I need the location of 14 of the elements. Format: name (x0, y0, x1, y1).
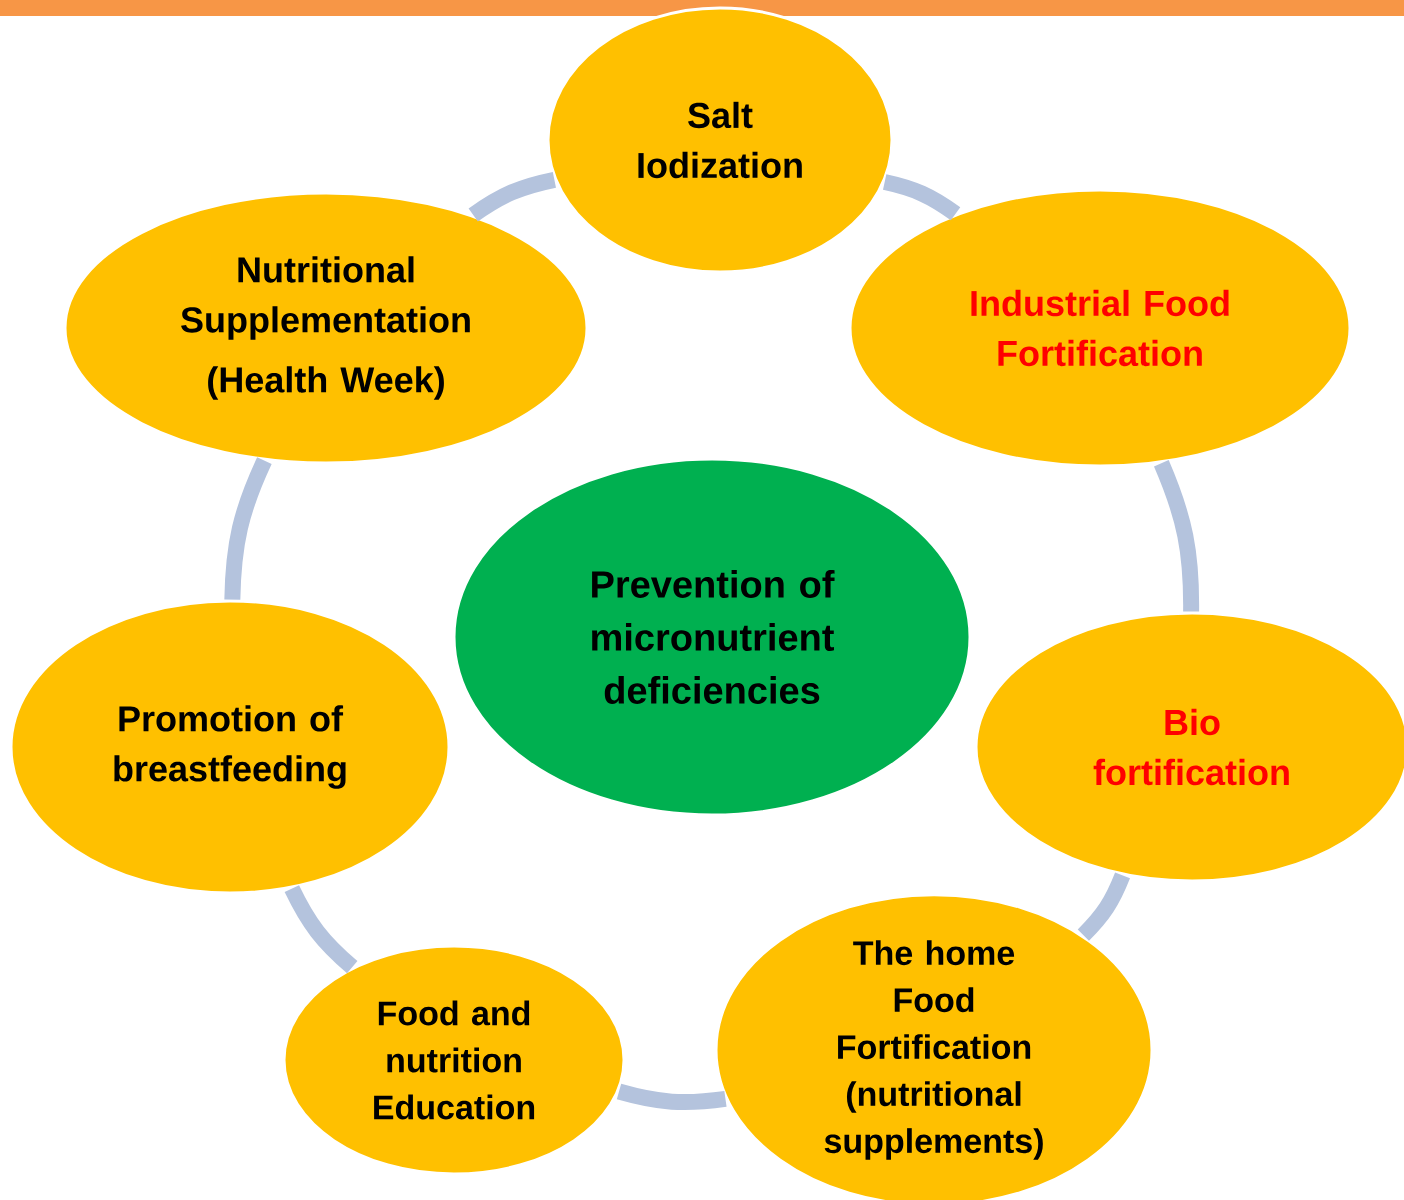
ellipse-node: Bio fortification (974, 611, 1404, 883)
ellipse-node: Industrial Food Fortification (848, 188, 1352, 468)
ellipse-node: Food and nutrition Education (282, 944, 626, 1176)
ring-connector (284, 885, 358, 974)
ring-connector (1153, 460, 1200, 612)
ring-connector (224, 457, 272, 600)
ring-connector (882, 174, 961, 221)
ellipse-node: Promotion of breastfeeding (9, 599, 451, 895)
ring-connector (616, 1083, 727, 1111)
ellipse-node: Salt Iodization (546, 6, 894, 274)
ring-connector (468, 171, 557, 222)
ellipse-node: Nutritional Supplementation (Health Week) (63, 191, 589, 465)
ellipse-node: The home Food Fortification (nutritional supplements) (714, 893, 1154, 1200)
ring-connector (1077, 872, 1130, 941)
